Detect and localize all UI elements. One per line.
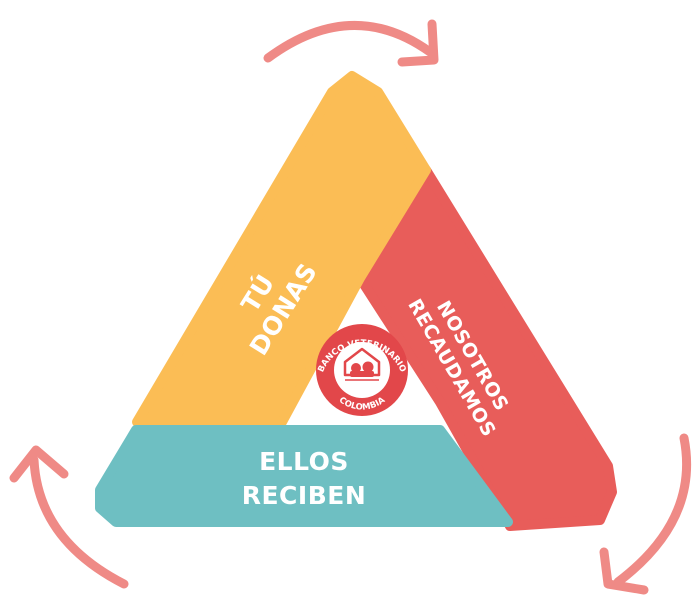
right-curved-arrow-icon — [599, 433, 692, 595]
donate-band — [132, 71, 431, 427]
house-with-dog-and-cat-icon — [343, 347, 381, 381]
receive-label-line1: ELLOS — [259, 447, 349, 476]
receive-label-line2: RECIBEN — [242, 481, 367, 510]
top-curved-arrow-icon — [263, 19, 439, 67]
receive-label-group: ELLOS RECIBEN — [242, 447, 367, 510]
left-curved-arrow-icon — [9, 445, 129, 589]
receive-band — [95, 425, 513, 527]
collect-band — [355, 165, 617, 531]
banco-veterinario-logo: BANCO VETERINARIO COLOMBIA — [316, 324, 408, 416]
